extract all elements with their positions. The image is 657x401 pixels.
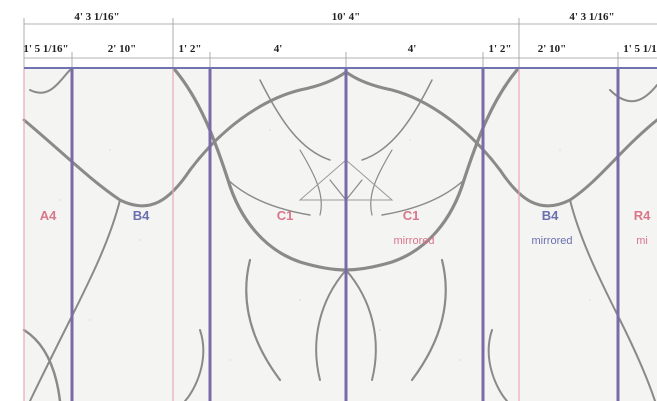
dim-top-right: 4' 3 1/16" bbox=[569, 11, 614, 23]
dim-b4-left: 2' 10" bbox=[108, 43, 136, 55]
panel-label-r4: R4 bbox=[634, 208, 651, 223]
dim-b4-right: 2' 10" bbox=[538, 43, 566, 55]
minor-seams bbox=[23, 68, 520, 401]
dim-c1-right: 4' bbox=[408, 43, 417, 55]
panel-label-b4-mirrored: B4 bbox=[542, 208, 559, 223]
panel-sub-c1-mirrored: mirrored bbox=[394, 235, 435, 247]
dim-top-left: 4' 3 1/16" bbox=[74, 11, 119, 23]
dim-a4-left: 1' 5 1/16" bbox=[23, 43, 68, 55]
panel-sub-b4-mirrored: mirrored bbox=[532, 235, 573, 247]
dim-top-center: 10' 4" bbox=[332, 11, 360, 23]
marble-slab bbox=[22, 68, 657, 401]
dim-a4-right: 1' 5 1/1 bbox=[623, 43, 657, 55]
panel-label-c1: C1 bbox=[277, 208, 294, 223]
panel-label-c1-mirrored: C1 bbox=[403, 208, 420, 223]
panel-sub-r4: mi bbox=[636, 235, 648, 247]
dim-c1-left: 4' bbox=[274, 43, 283, 55]
panel-labels: A4 B4 C1 C1 mirrored B4 mirrored R4 mi bbox=[40, 208, 651, 247]
dimension-guides bbox=[23, 18, 657, 68]
panel-label-a4: A4 bbox=[40, 208, 57, 223]
dim-strip-left: 1' 2" bbox=[179, 43, 202, 55]
dim-strip-right: 1' 2" bbox=[489, 43, 512, 55]
panel-dividers bbox=[70, 68, 620, 401]
panel-label-b4: B4 bbox=[133, 208, 150, 223]
